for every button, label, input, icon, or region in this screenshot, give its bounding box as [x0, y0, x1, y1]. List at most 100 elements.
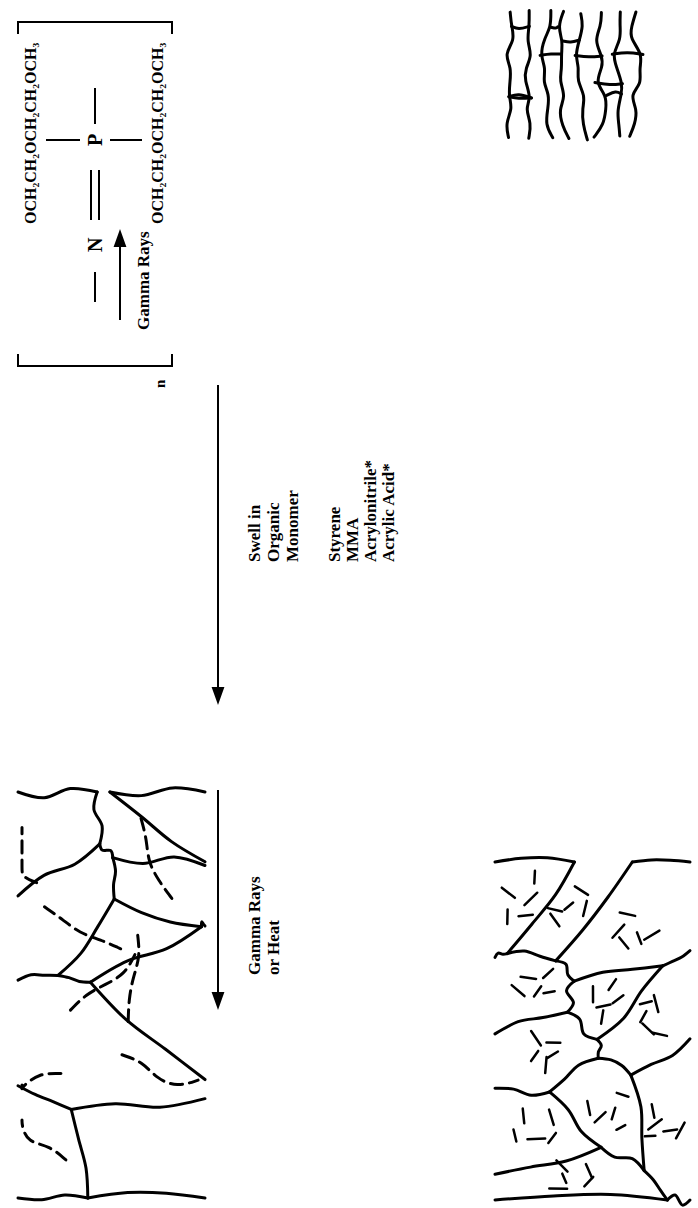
- second-network-strand: [22, 1073, 61, 1088]
- arrow-label: Swell in Organic Monomer: [245, 476, 302, 562]
- formula-text: n: [151, 380, 170, 388]
- network-strand: [18, 1086, 71, 1110]
- arrow-label: Styrene: [325, 507, 344, 562]
- second-network-strand: [22, 828, 37, 883]
- monomer-dash: [543, 969, 553, 978]
- monomer-dash: [612, 925, 624, 938]
- network-strand: [18, 1195, 88, 1200]
- network-strand: [601, 1147, 644, 1170]
- monomer-dash: [645, 1135, 655, 1138]
- second-network-strand: [44, 907, 120, 949]
- arrow-label: Gamma Rays or Heat: [245, 870, 283, 975]
- network-strand: [495, 857, 574, 862]
- network-strand: [550, 1058, 599, 1092]
- polymer-strand: [612, 53, 643, 55]
- network-strand: [507, 951, 556, 961]
- arrowhead: [213, 993, 223, 1007]
- network-strand: [631, 1039, 690, 1075]
- monomer-dash: [612, 1108, 616, 1120]
- monomer-dash: [644, 931, 659, 940]
- monomer-dash: [502, 888, 515, 898]
- monomer-dash: [534, 986, 541, 996]
- interpenetrating-network: [18, 788, 205, 1200]
- arrow-label: Gamma Rays: [134, 231, 153, 330]
- monomer-dash: [613, 995, 624, 1003]
- monomer-dash: [548, 908, 562, 911]
- network-strand: [113, 857, 205, 866]
- bond-line: [94, 88, 96, 124]
- arrow-label: Acrylonitrile*: [361, 460, 380, 562]
- network-strand: [598, 1058, 631, 1075]
- monomer-dash: [548, 1052, 558, 1058]
- monomer-dash: [531, 1031, 541, 1046]
- monomer-dash: [617, 1093, 629, 1097]
- network-strand: [94, 792, 102, 844]
- bond-line: [110, 139, 142, 141]
- network-strand: [113, 858, 116, 899]
- second-network-strand: [70, 955, 134, 1010]
- polymer-strand: [540, 54, 561, 55]
- formula-bonds: [18, 22, 172, 366]
- monomer-dash: [533, 871, 536, 884]
- monomer-dash: [648, 1119, 661, 1129]
- monomer-dash: [592, 986, 595, 1002]
- arrow-label: MMA: [343, 518, 362, 562]
- monomer-dash: [518, 915, 532, 916]
- network-strand: [495, 1194, 667, 1200]
- formula-text: OCH₂CH₂OCH₂CH₂OCH₃: [21, 42, 40, 223]
- network-strand: [631, 1075, 644, 1170]
- formula-text: P: [86, 134, 105, 146]
- monomer-dash: [619, 937, 628, 948]
- polymer-strand: [595, 83, 623, 85]
- monomer-dash: [549, 1110, 554, 1125]
- network-strand: [110, 788, 205, 796]
- monomer-dash: [616, 1125, 625, 1130]
- bracket: [18, 354, 172, 366]
- polymer-strand: [563, 40, 579, 42]
- second-network-strand: [128, 935, 139, 1021]
- monomer-dash: [527, 1137, 545, 1140]
- polymer-strand: [507, 12, 513, 137]
- monomer-dash: [640, 1001, 652, 1004]
- crosslinked-network: [507, 11, 643, 140]
- monomer-dash: [564, 903, 573, 910]
- monomer-dash: [512, 985, 525, 996]
- polymer-strand: [509, 95, 531, 98]
- polymer-strand: [551, 27, 558, 28]
- monomer-dash: [513, 1129, 516, 1141]
- bond-line: [94, 272, 96, 302]
- network-strand: [495, 953, 507, 957]
- network-strand: [632, 860, 690, 862]
- polymer-strand: [560, 11, 569, 138]
- second-network-strand: [141, 818, 172, 898]
- monomer-dash: [506, 909, 509, 924]
- monomer-dash: [575, 886, 588, 895]
- monomer-dash: [545, 1057, 546, 1073]
- swollen-network: [495, 857, 690, 1205]
- bond-line: [98, 170, 100, 220]
- network-strand: [18, 788, 97, 797]
- polymer-strand: [594, 12, 606, 137]
- network-strand: [644, 1171, 667, 1200]
- monomer-dash: [642, 1023, 654, 1034]
- network-strand: [58, 899, 114, 975]
- network-strand: [71, 1109, 88, 1198]
- network-strand: [90, 927, 201, 982]
- monomer-dash: [663, 1129, 677, 1131]
- arrow-line: [119, 244, 121, 320]
- monomer-dash: [524, 893, 537, 905]
- second-network-strand: [22, 1120, 66, 1160]
- arrowhead: [213, 688, 223, 702]
- network-strand: [550, 1092, 602, 1147]
- monomer-dash: [523, 1109, 525, 1124]
- network-strand: [110, 792, 205, 862]
- network-strand: [71, 1099, 205, 1110]
- monomer-dash: [546, 1041, 560, 1044]
- polymer-strand: [575, 56, 602, 57]
- monomer-dash: [556, 1160, 567, 1171]
- bond-line: [90, 170, 92, 220]
- network-strand: [18, 844, 100, 896]
